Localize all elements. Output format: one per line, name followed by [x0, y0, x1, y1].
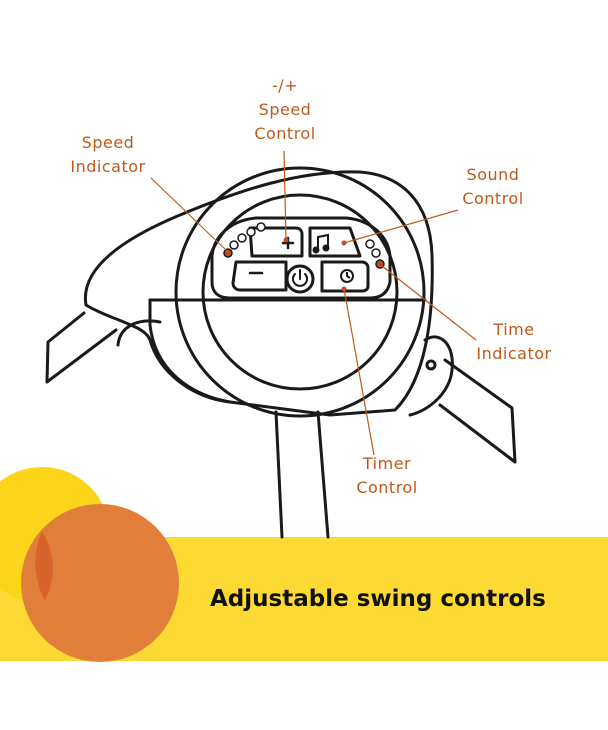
- power-icon: [292, 269, 308, 287]
- leader-speed-indicator: [150, 177, 229, 253]
- label-timer-control-line1: Timer: [362, 454, 412, 473]
- dial-outer-ring: [174, 166, 426, 418]
- seat-panel-left: [148, 298, 232, 404]
- label-sound-control-line2: Control: [462, 189, 524, 208]
- timer-button-outline: [320, 260, 370, 293]
- label-timer-control-line2: Control: [356, 478, 418, 497]
- hinge-screw: [425, 359, 437, 371]
- leader-time-indicator: [381, 265, 477, 341]
- banner-caption: Adjustable swing controls: [210, 586, 546, 612]
- endpoint-sound-control: [341, 240, 347, 246]
- time-indicator-dots: [365, 239, 385, 269]
- label-speed-control: -/+ Speed Control: [240, 74, 330, 146]
- endpoint-speed-control: [283, 237, 289, 243]
- hinge: [408, 335, 454, 417]
- leader-sound-control: [343, 209, 459, 244]
- label-time-indicator-line2: Indicator: [476, 344, 552, 363]
- leader-timer-control: [343, 288, 375, 456]
- stand-leg: [274, 410, 284, 539]
- plus-button-outline: [248, 226, 304, 258]
- right-frame-arm: [438, 358, 517, 464]
- label-time-indicator: Time Indicator: [464, 318, 564, 366]
- body-shell: [83, 170, 434, 417]
- dial-inner-ring: [201, 193, 399, 391]
- label-sound-control: Sound Control: [446, 163, 540, 211]
- sound-button-outline: [308, 226, 362, 258]
- label-speed-control-line1: -/+: [271, 76, 299, 95]
- endpoint-timer-control: [341, 286, 347, 292]
- overlap-region: [35, 531, 53, 601]
- label-timer-control: Timer Control: [340, 452, 434, 500]
- label-speed-control-line3: Control: [254, 124, 316, 143]
- stand-leg-right: [316, 410, 330, 539]
- control-panel: [210, 216, 392, 300]
- label-speed-indicator-line2: Indicator: [70, 157, 146, 176]
- leader-speed-control: [283, 150, 287, 241]
- music-note-icon: [312, 233, 330, 254]
- orange-circle: [21, 504, 179, 662]
- seat-inner: [116, 319, 162, 347]
- minus-button-outline: [231, 260, 288, 292]
- clock-icon: [340, 269, 354, 283]
- label-time-indicator-line1: Time: [493, 320, 535, 339]
- power-button-outline: [285, 264, 315, 294]
- label-speed-indicator: Speed Indicator: [58, 131, 158, 179]
- speed-indicator-dots: [223, 222, 266, 258]
- label-sound-control-line1: Sound: [466, 165, 520, 184]
- label-speed-indicator-line1: Speed: [81, 133, 135, 152]
- left-frame-arm: [45, 311, 118, 384]
- label-speed-control-line2: Speed: [258, 100, 312, 119]
